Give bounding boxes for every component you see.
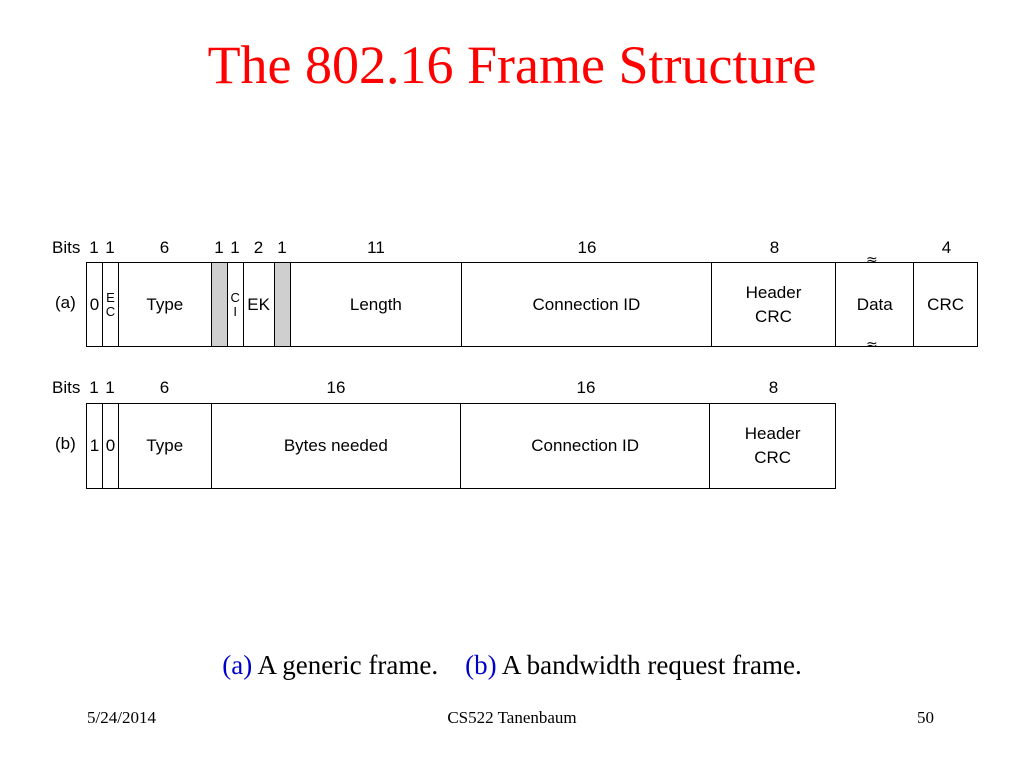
- frame-a-field: [211, 263, 228, 346]
- figure-caption: (a) A generic frame. (b) A bandwidth req…: [0, 650, 1024, 681]
- caption-a-tag: (a): [222, 650, 253, 680]
- bit-width-label: 4: [941, 238, 952, 257]
- frame-a-bits-label: Bits: [52, 238, 81, 257]
- bit-width-label: 16: [326, 378, 346, 397]
- frame-a-field: Data: [836, 263, 915, 346]
- bit-width-label: 1: [105, 378, 115, 397]
- bit-width-label: 6: [159, 238, 170, 257]
- slide-title: The 802.16 Frame Structure: [207, 35, 817, 95]
- frame-b-bits-label: Bits: [52, 378, 81, 397]
- frame-a-field: CRC: [927, 294, 965, 314]
- frame-a-field: Type: [119, 263, 212, 346]
- bit-width-label: 1: [105, 238, 115, 257]
- frame-b-field: Connection ID: [461, 404, 711, 488]
- bit-width-label: 1: [89, 238, 99, 257]
- frame-b-field: 0: [103, 404, 119, 488]
- bit-width-label: 8: [769, 238, 780, 257]
- frame-a-row-label: (a): [55, 293, 76, 312]
- bit-width-label: 8: [768, 378, 779, 397]
- bit-width-label: 1: [230, 238, 240, 257]
- frame-b-row-label: (b): [55, 434, 76, 453]
- footer-date: 5/24/2014: [87, 708, 156, 727]
- frame-a-field: 0: [87, 263, 103, 346]
- caption-a-text: A generic frame.: [252, 650, 439, 680]
- frame-a-field: E C: [103, 263, 119, 346]
- footer-center: CS522 Tanenbaum: [447, 708, 577, 727]
- frame-a-field: [274, 263, 291, 346]
- frame-b-field: 1: [87, 404, 103, 488]
- bit-width-label: 1: [277, 238, 287, 257]
- footer-page-number: 50: [917, 708, 934, 727]
- data-break-top-icon: ≈: [866, 252, 878, 268]
- frame-a-field: EK: [244, 263, 275, 346]
- frame-a-field: Connection ID: [462, 263, 712, 346]
- bit-width-label: 1: [214, 238, 224, 257]
- frame-b-field: Type: [119, 404, 212, 488]
- frame-a-field: C I: [228, 263, 244, 346]
- bit-width-label: 2: [253, 238, 264, 257]
- bit-width-label: 11: [367, 238, 385, 257]
- caption-b-text: A bandwidth request frame.: [496, 650, 802, 680]
- bit-width-label: 6: [159, 378, 170, 397]
- bit-width-label: 1: [89, 378, 99, 397]
- data-break-bottom-icon: ≈: [866, 337, 878, 353]
- frame-a-field: Header CRC: [712, 263, 837, 346]
- frame-b-field: Bytes needed: [212, 404, 461, 488]
- caption-b-tag: (b): [465, 650, 497, 680]
- frame-a-field: Length: [291, 263, 463, 346]
- frame-b-field: Header CRC: [744, 424, 801, 467]
- bit-width-label: 16: [577, 238, 597, 257]
- bit-width-label: 16: [576, 378, 596, 397]
